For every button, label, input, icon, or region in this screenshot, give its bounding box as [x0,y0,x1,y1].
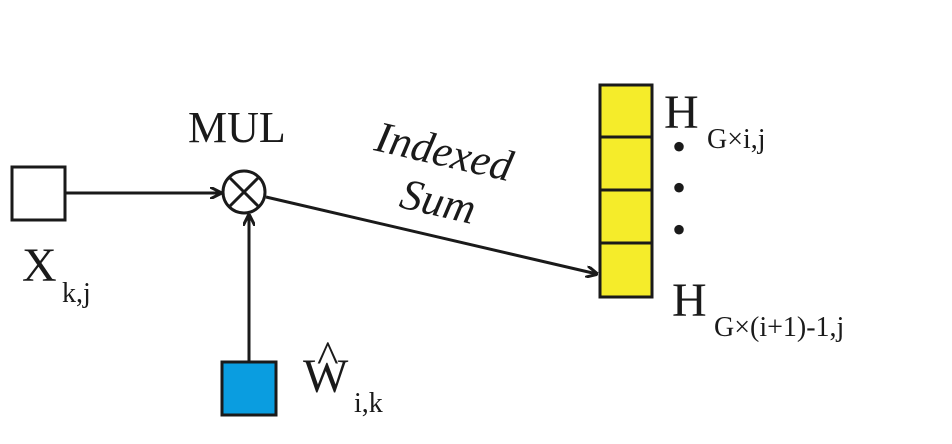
output-cell [598,241,654,299]
output-bottom-subscript: G×(i+1)-1,j [714,312,844,343]
input-w-main: W [303,350,349,403]
output-bottom-main: H [672,274,707,327]
input-x-box [10,165,67,222]
arrow-mul-to-output [265,195,597,274]
output-cell [598,188,654,245]
ellipsis-dot: • [672,124,686,169]
ellipsis-dot: • [672,207,686,252]
input-w-subscript: i,k [354,388,383,419]
output-cell [598,135,654,192]
output-top-subscript: G×i,j [707,124,766,155]
input-x-subscript: k,j [62,278,91,309]
output-cell [598,83,654,139]
input-w-box [220,360,278,417]
input-x-label: X [22,239,57,292]
output-top-main: H [664,86,699,139]
mul-label: MUL [188,103,286,152]
input-x-main: X [22,239,57,292]
ellipsis-dot: • [672,165,686,210]
input-w-hat: ^ [317,331,339,382]
multiply-operator-icon [221,169,267,215]
output-vector [598,83,654,299]
